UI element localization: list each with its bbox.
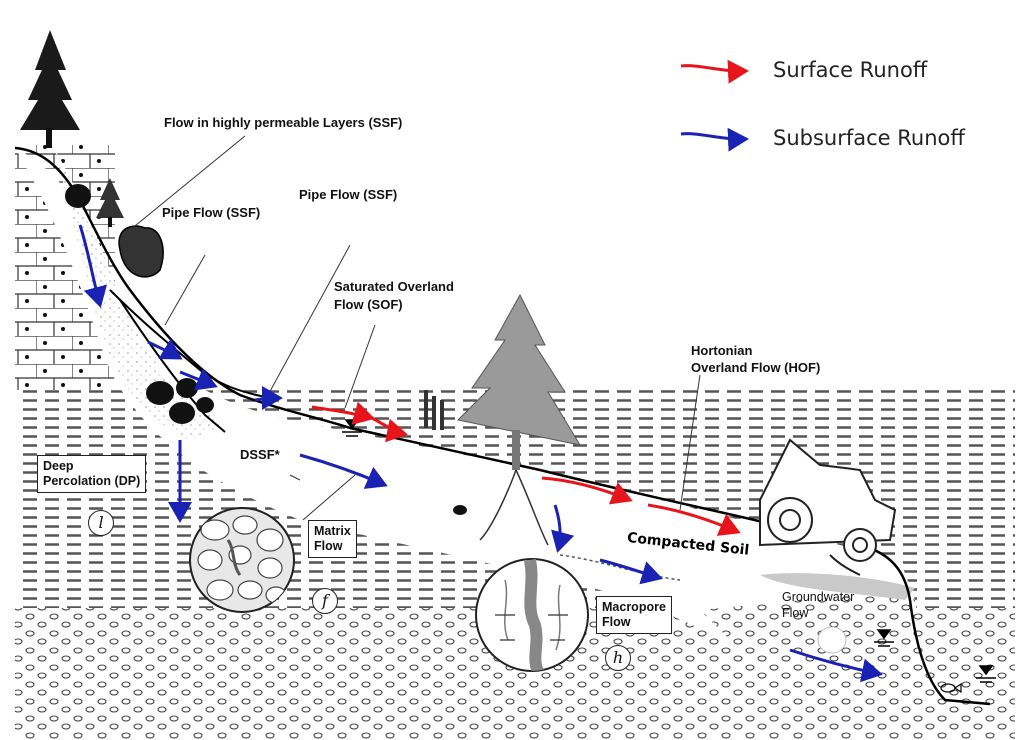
tractor-icon [759,438,897,576]
subsurface-runoff-legend-arrow [680,127,749,152]
label-saturated-overland-1: Saturated Overland [334,279,454,294]
surface-runoff-legend-arrow [680,59,749,84]
label-saturated-overland-2: Flow (SOF) [334,297,403,312]
surface-runoff-arrows [311,401,741,536]
macropore-path [559,554,681,581]
label-groundwater-2: Flow [782,606,809,620]
hillslope-soil [15,148,990,720]
compaction-shadow [760,573,915,600]
macropore-flow-inset [475,558,589,672]
label-pipe-flow-1: Pipe Flow (SSF) [162,205,261,220]
matrix-flow-inset [189,507,295,613]
label-flow-permeable-layers: Flow in highly permeable Layers (SSF) [164,115,403,130]
label-macropore-flow: Macropore Flow [596,596,672,634]
gully-sediment [55,150,225,440]
groundwater-bubble [817,626,847,654]
leader-lines [129,135,701,521]
groundwater-zone [700,590,990,720]
ground-surface-line [14,146,991,706]
legend-subsurface-runoff: Subsurface Runoff [773,126,965,150]
subsurface-runoff-arrows [78,224,883,683]
marker-h: h [605,645,631,671]
water-table-icon [342,419,996,683]
macropore-flow-line-1: Macropore [602,600,666,614]
large-pine-tree-icon [456,293,582,546]
cattail-icon [424,390,444,430]
marker-f: f [312,588,338,614]
legend-surface-runoff: Surface Runoff [773,58,928,82]
macropore-flow-line-2: Flow [602,615,631,629]
label-dssf: DSSF* [240,447,280,462]
matrix-flow-line-2: Flow [314,539,343,553]
fish-icon [940,682,962,694]
label-deep-percolation: Deep Percolation (DP) [37,455,147,493]
matrix-flow-line-1: Matrix [314,524,351,538]
label-groundwater-1: Groundwater [782,590,855,604]
boulder-icon [118,225,164,278]
pine-tree-icon [20,30,80,148]
label-hortonian-1: Hortonian [691,343,753,358]
deep-percolation-line-2: Percolation (DP) [43,474,141,488]
deep-percolation-line-1: Deep [43,459,74,473]
small-pine-tree-icon [96,178,124,227]
label-pipe-flow-2: Pipe Flow (SSF) [299,187,398,202]
label-hortonian-2: Overland Flow (HOF) [691,360,821,375]
label-matrix-flow: Matrix Flow [308,520,357,558]
rock-icon [65,184,467,515]
marker-l: l [88,510,114,536]
